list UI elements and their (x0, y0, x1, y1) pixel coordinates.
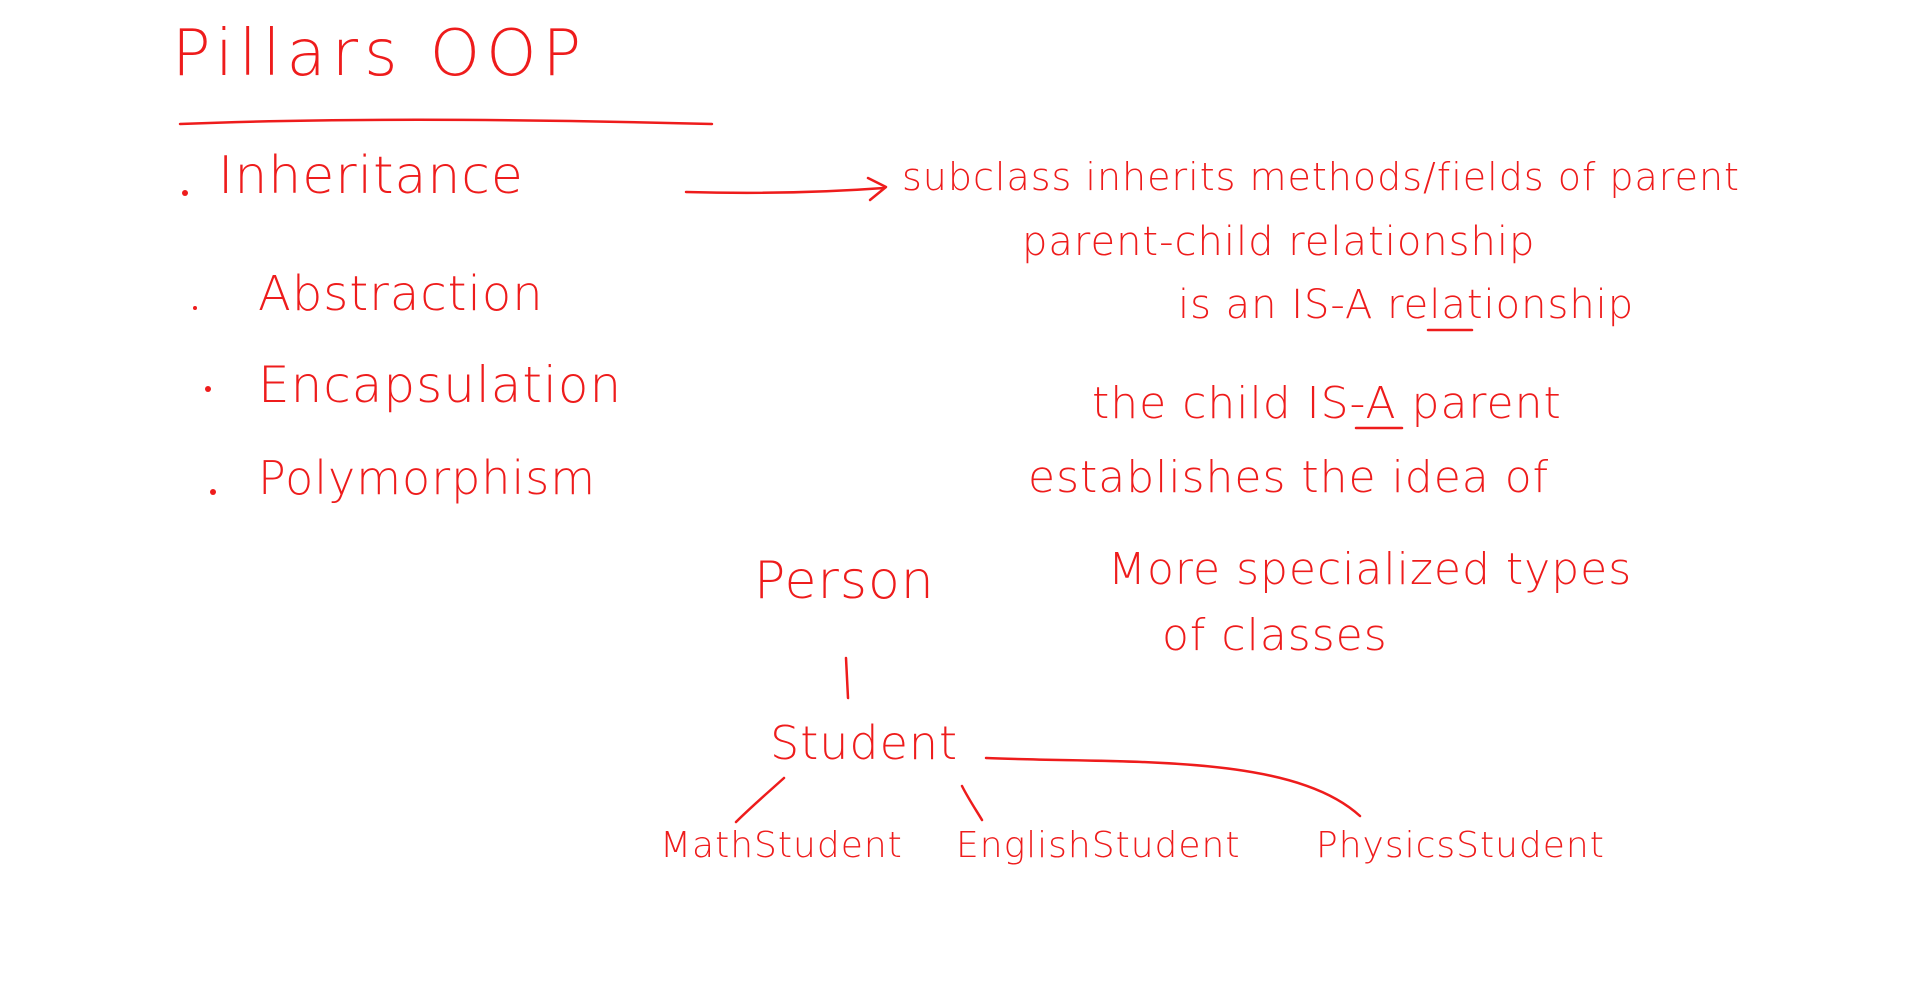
tree-node-student: Student (770, 716, 959, 770)
description-line-7: of classes (1162, 610, 1388, 661)
person-student-connector (844, 656, 850, 700)
bullet-dot (205, 386, 211, 392)
description-line-1: subclass inherits methods/fields of pare… (902, 155, 1740, 199)
tree-node-english-student: EnglishStudent (956, 825, 1241, 866)
description-line-4: the child IS-A parent (1092, 378, 1562, 429)
tree-node-math-student: MathStudent (660, 825, 903, 866)
bullet-dot (193, 306, 197, 310)
bullet-dot (182, 190, 188, 196)
pillar-polymorphism: Polymorphism (258, 451, 597, 505)
description-line-2: parent-child relationship (1022, 219, 1536, 265)
student-english-connector (960, 784, 984, 822)
inheritance-arrow-head (866, 176, 888, 202)
student-math-connector (734, 776, 786, 824)
bullet-dot (210, 489, 216, 495)
tree-node-person: Person (754, 551, 935, 611)
pillar-inheritance: Inheritance (218, 146, 524, 206)
description-line-5: establishes the idea of (1028, 452, 1550, 503)
pillar-abstraction: Abstraction (258, 266, 544, 322)
inheritance-arrow-line (684, 186, 886, 195)
pillar-encapsulation: Encapsulation (258, 356, 623, 414)
tree-node-physics-student: PhysicsStudent (1316, 825, 1605, 866)
description-line-3: is an IS-A relationship (1178, 282, 1635, 328)
page-title: Pillars OOP (172, 17, 588, 91)
student-physics-connector (984, 756, 1362, 818)
title-underline (178, 118, 714, 126)
description-line-6: More specialized types (1108, 544, 1633, 595)
